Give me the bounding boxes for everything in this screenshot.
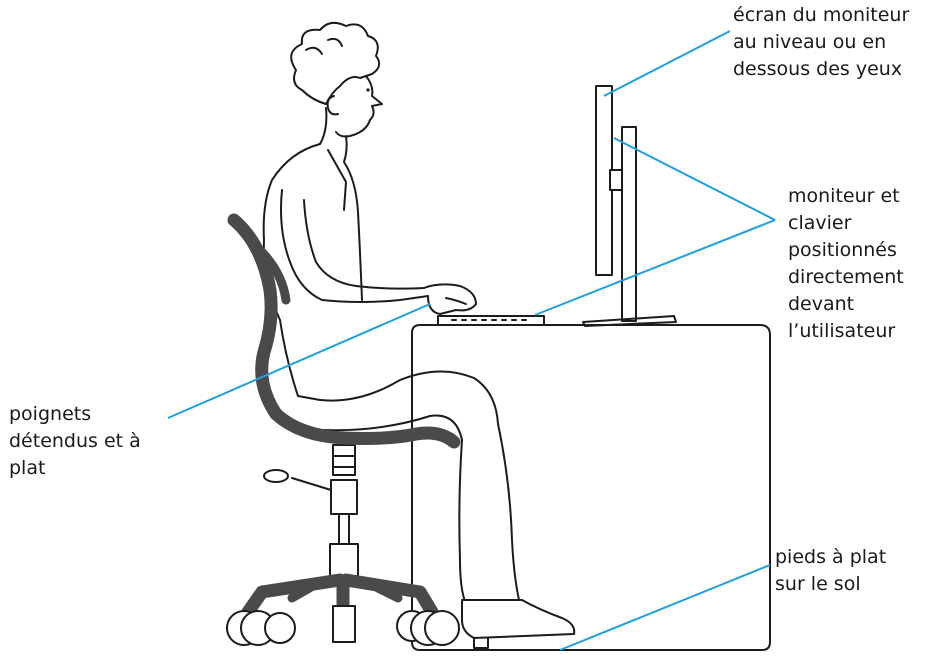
leader-feet	[559, 564, 771, 651]
monitor-front	[595, 85, 623, 276]
leader-centered-keyboard	[534, 219, 776, 316]
leader-centered-monitor	[613, 137, 776, 221]
leader-wrists	[167, 303, 431, 419]
label-wrists-relaxed: poignets détendus et à plat	[9, 403, 141, 479]
chair-base	[226, 444, 460, 646]
desk	[411, 324, 771, 651]
leader-lines	[167, 30, 776, 651]
leader-monitor-eye-level	[603, 30, 731, 97]
person	[262, 21, 576, 649]
label-centered-in-front: moniteur et clavier positionnés directem…	[788, 185, 904, 342]
chair-seat	[227, 213, 461, 449]
label-feet-flat: pieds à plat sur le sol	[775, 546, 887, 595]
label-monitor-eye-level: écran du moniteur au niveau ou en dessou…	[733, 4, 910, 80]
keyboard	[437, 315, 545, 326]
monitor-rear	[582, 126, 677, 327]
